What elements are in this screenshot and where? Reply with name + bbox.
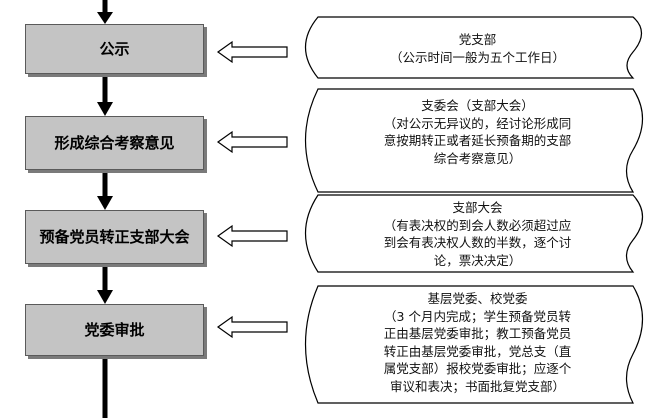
note-1-line: （公示时间一般为五个工作日） — [389, 49, 565, 65]
note-4-line: 转正由基层党委审批，党总支（直 — [383, 343, 572, 359]
note-shape-4 — [304, 285, 643, 404]
step-comprehensive-opinion: 形成综合考察意见 — [25, 116, 204, 170]
flow-arrow-into-step-1 — [97, 0, 113, 24]
note-2: 支委会（支部大会） （对公示无异议的，经讨论形成同 意按期转正或者延长预备期的支… — [325, 97, 630, 167]
note-2-line: 综合考察意见） — [433, 150, 522, 166]
note-4-line: 属党支部）报校党委审批；应逐个 — [383, 361, 572, 376]
note-1: 党支部 （公示时间一般为五个工作日） — [325, 31, 630, 66]
hollow-arrow-1 — [216, 40, 288, 64]
flow-arrow-step-3-to-4 — [97, 264, 113, 304]
hollow-arrow-3 — [216, 224, 288, 248]
note-4-line: 基层党委、校党委 — [427, 291, 528, 306]
note-3-line: （有表决权的到会人数必须超过应 — [383, 217, 572, 233]
note-shape-3 — [304, 194, 644, 273]
step-public-notice-label: 公示 — [99, 39, 130, 58]
flow-arrow-step-1-to-2 — [97, 74, 113, 116]
note-2-line: 意按期转正或者延长预备期的支部 — [383, 133, 572, 148]
note-3-line: 支部大会 — [452, 200, 503, 215]
note-4: 基层党委、校党委 （3 个月内完成；学生预备党员转 正由基层党委审批；教工预备党… — [325, 290, 630, 395]
note-4-line: （3 个月内完成；学生预备党员转 — [384, 308, 571, 324]
step-committee-approval-label: 党委审批 — [84, 320, 145, 339]
note-3: 支部大会 （有表决权的到会人数必须超过应 到会有表决权人数的半数，逐个讨 论，票… — [325, 199, 630, 269]
step-committee-approval: 党委审批 — [25, 304, 204, 356]
note-3-line: 论，票决决定） — [433, 252, 522, 268]
step-comprehensive-opinion-label: 形成综合考察意见 — [54, 133, 175, 152]
note-2-line: （对公示无异议的，经讨论形成同 — [383, 115, 572, 131]
note-3-line: 到会有表决权人数的半数，逐个讨 — [383, 235, 572, 250]
step-branch-general-meeting-label: 预备党员转正支部大会 — [39, 227, 190, 246]
hollow-arrow-2 — [216, 130, 288, 154]
note-1-line: 党支部 — [458, 32, 497, 47]
note-shape-2 — [305, 88, 643, 193]
note-2-line: 支委会（支部大会） — [421, 98, 534, 113]
step-public-notice: 公示 — [25, 24, 204, 74]
note-4-line: 正由基层党委审批；教工预备党员 — [383, 326, 572, 341]
note-shape-1 — [305, 16, 643, 79]
flow-arrow-step-2-to-3 — [97, 170, 113, 210]
note-4-line: 审议和表决；书面批复党支部） — [389, 378, 565, 394]
step-branch-general-meeting: 预备党员转正支部大会 — [25, 210, 204, 264]
hollow-arrow-4 — [216, 315, 288, 339]
